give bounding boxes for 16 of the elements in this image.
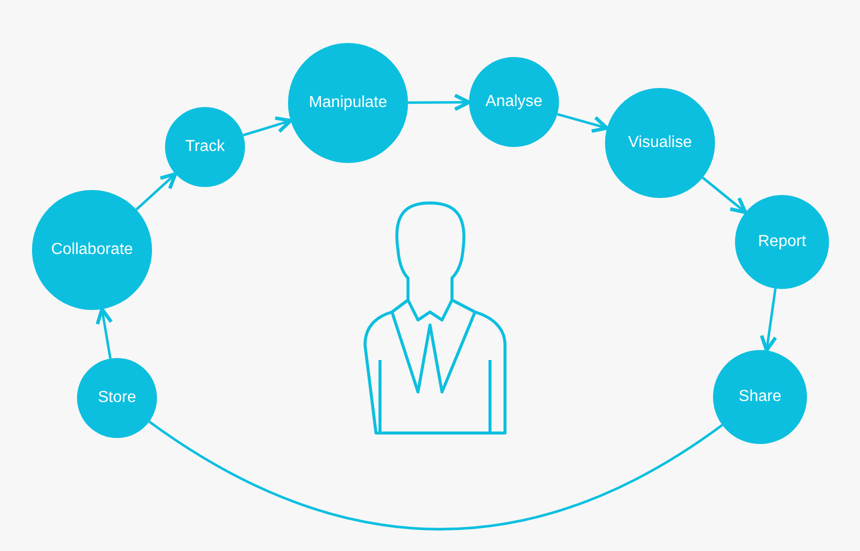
arrow: [242, 116, 292, 136]
step-label: Analyse: [486, 93, 542, 111]
step-label: Share: [738, 388, 782, 406]
step-label: Track: [185, 138, 225, 156]
step-label: Store: [98, 389, 136, 407]
arrow: [136, 172, 178, 210]
arrow: [96, 307, 113, 359]
arrow: [408, 94, 471, 112]
connector-line: [148, 420, 723, 530]
step-label: Visualise: [628, 134, 692, 152]
arrow: [702, 176, 748, 214]
arrow: [760, 288, 778, 352]
step-label: Report: [758, 233, 806, 251]
step-label: Collaborate: [51, 241, 133, 259]
arrow: [556, 112, 609, 133]
step-label: Manipulate: [308, 94, 388, 112]
